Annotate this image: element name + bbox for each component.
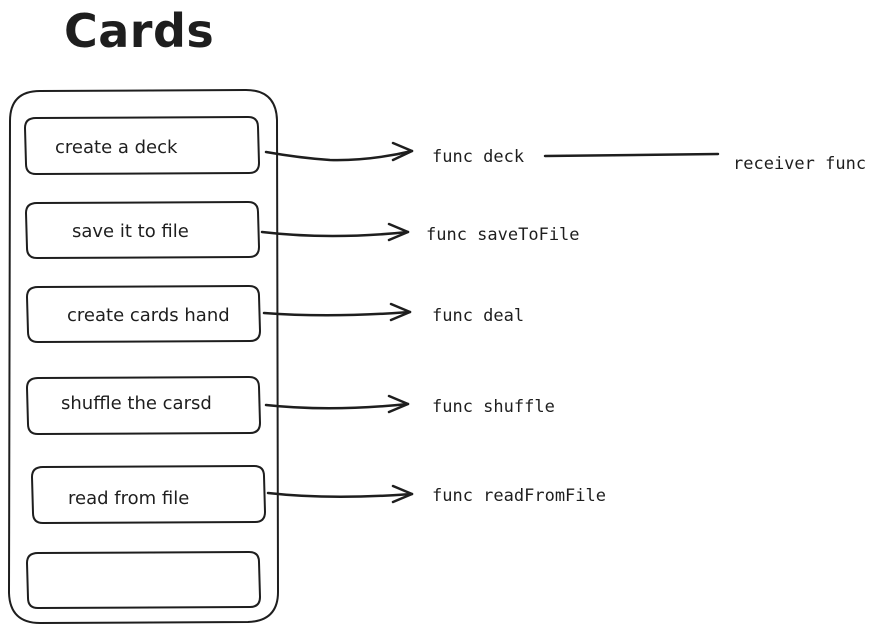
func-label-shuffle: func shuffle [432, 397, 555, 417]
step-label-save-file: save it to file [72, 221, 189, 242]
step-box-cards-hand [25, 284, 262, 344]
func-label-deck: func deck [432, 147, 525, 167]
step-label-shuffle: shuffle the carsd [61, 393, 212, 414]
step-label-cards-hand: create cards hand [67, 305, 230, 326]
diagram-title: Cards [64, 4, 215, 58]
func-label-save-to-file: func saveToFile [426, 225, 580, 245]
step-box-save-file [24, 200, 261, 260]
cards-container [7, 88, 280, 625]
arrow-read-from-file [266, 484, 414, 504]
step-label-create-deck: create a deck [55, 137, 178, 158]
receiver-func-label: receiver func [733, 154, 867, 174]
arrow-deal [262, 302, 412, 322]
step-box-shuffle [25, 375, 262, 436]
step-box-empty [25, 550, 262, 610]
step-box-read-file [30, 464, 267, 525]
step-box-create-deck [23, 115, 261, 176]
receiver-connector-line [543, 152, 720, 158]
arrow-deck [264, 141, 414, 162]
func-label-deal: func deal [432, 306, 525, 326]
func-label-read-from-file: func readFromFile [432, 486, 606, 506]
arrow-save-to-file [260, 222, 410, 242]
step-label-read-file: read from file [68, 488, 190, 509]
arrow-shuffle [264, 394, 410, 414]
